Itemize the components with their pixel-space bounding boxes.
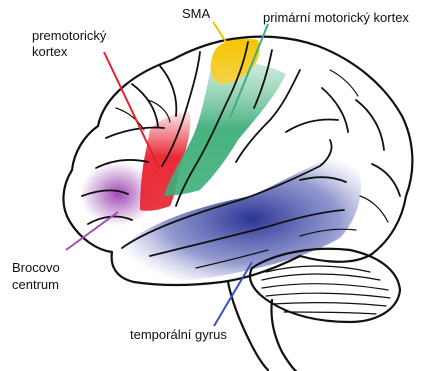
leader-premotor xyxy=(104,52,160,170)
label-premotor-line1: premotorický xyxy=(32,28,107,43)
label-primary-motor: primární motorický kortex xyxy=(263,10,409,25)
leader-sma xyxy=(213,22,226,42)
label-temporal: temporální gyrus xyxy=(130,327,227,342)
label-broca-line1: Brocovo xyxy=(12,260,60,275)
label-premotor-line2: kortex xyxy=(32,44,68,59)
label-broca-line2: centrum xyxy=(12,277,59,292)
label-sma: SMA xyxy=(182,6,211,21)
